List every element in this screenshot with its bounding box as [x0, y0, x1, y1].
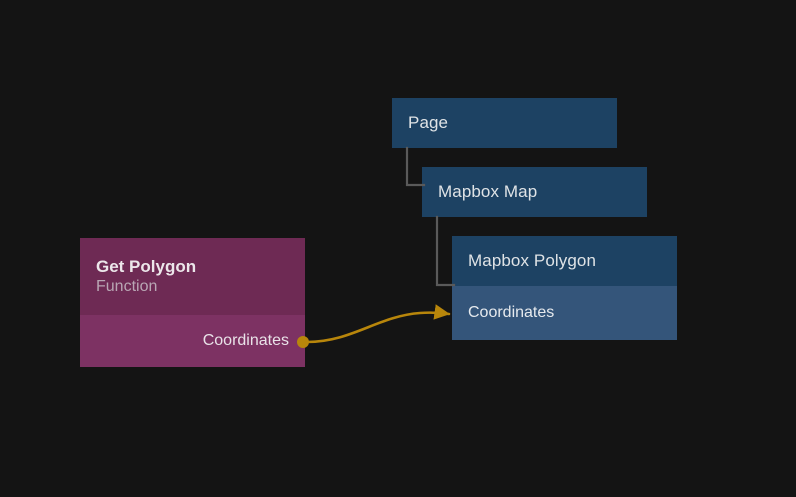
node-get-polygon[interactable]: Get Polygon Function Coordinates	[80, 238, 305, 367]
node-mapbox-polygon-title: Mapbox Polygon	[468, 250, 597, 270]
data-link-coordinates-to-coordinates	[305, 304, 451, 344]
node-get-polygon-title: Get Polygon	[96, 256, 197, 276]
node-page-header[interactable]: Page	[392, 98, 617, 148]
node-mapbox-map-header[interactable]: Mapbox Map	[422, 167, 647, 217]
node-mapbox-polygon-input-coordinates[interactable]: Coordinates	[452, 286, 677, 340]
node-page[interactable]: Page	[392, 98, 617, 148]
node-get-polygon-subtitle: Function	[96, 278, 158, 296]
node-get-polygon-output-coordinates[interactable]: Coordinates	[80, 315, 305, 367]
node-mapbox-polygon[interactable]: Mapbox Polygon Coordinates	[452, 236, 677, 340]
node-page-title: Page	[408, 112, 449, 132]
node-mapbox-polygon-input-label: Coordinates	[468, 304, 555, 321]
node-get-polygon-output-label: Coordinates	[202, 332, 289, 349]
node-mapbox-map-title: Mapbox Map	[438, 181, 538, 201]
node-mapbox-polygon-header[interactable]: Mapbox Polygon	[452, 236, 677, 286]
node-get-polygon-header[interactable]: Get Polygon Function	[80, 238, 305, 315]
node-mapbox-map[interactable]: Mapbox Map	[422, 167, 647, 217]
